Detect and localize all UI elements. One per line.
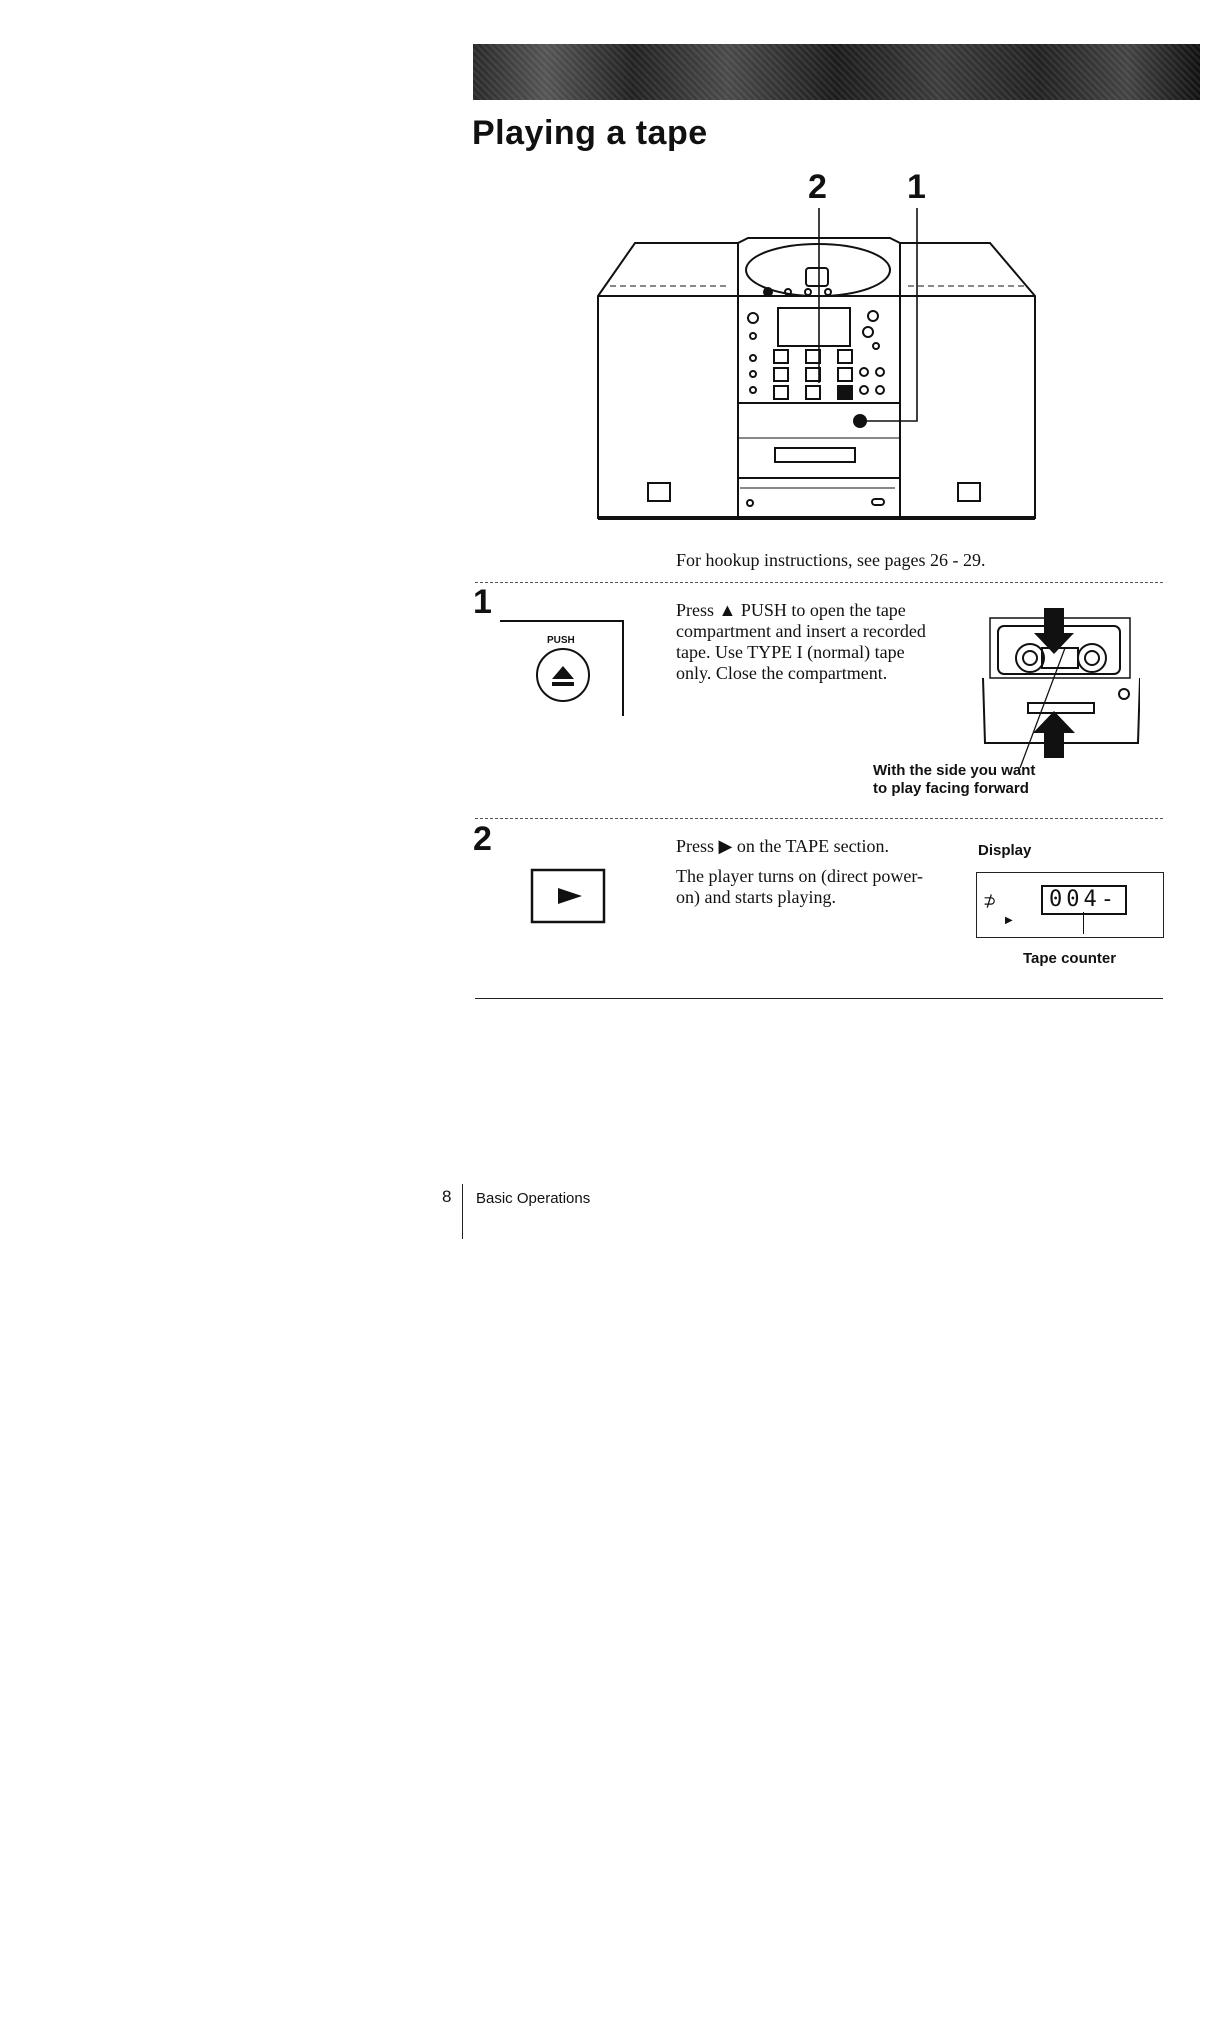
push-button-illustration [495,618,625,718]
step-2-text1: Press ▶ on the TAPE section. [676,836,890,856]
insert-arrow-icon [1034,608,1074,654]
counter-pointer [1083,912,1084,934]
cassette-caption-line1: With the side you want [873,762,1036,779]
tape-counter-label: Tape counter [1023,950,1117,967]
play-indicator-icon: ▶ [1005,915,1013,926]
display-label: Display [978,842,1032,859]
divider [475,582,1163,583]
footer-rule [462,1184,463,1239]
callout-number-2: 2 [808,168,827,206]
step-2-text2: The player turns on (direct power-on) an… [676,866,924,907]
play-icon [558,888,582,904]
push-label: PUSH [547,635,575,646]
callout-number-1: 1 [907,168,926,206]
divider [475,818,1163,819]
tape-counter-box: 004- [1041,885,1127,915]
header-banner [473,44,1200,100]
section-name: Basic Operations [476,1190,591,1207]
step-1-number: 1 [473,583,492,621]
push-arrow-icon [1033,711,1075,758]
hookup-note: For hookup instructions, see pages 26 - … [676,550,986,570]
page-title: Playing a tape [472,114,708,152]
tape-counter-value: 004- [1049,887,1118,912]
play-button-illustration [530,868,606,924]
step-2-number: 2 [473,820,492,858]
step-1-text: Press ▲ PUSH to open the tape compartmen… [676,600,926,683]
section-end-rule [475,998,1163,999]
stereo-diagram [590,178,1050,538]
page-number: 8 [442,1187,452,1206]
cassette-illustration [980,608,1141,769]
stereo-illustration [597,208,1036,520]
display-panel: ⊅ ▶ 004- [976,872,1164,938]
cassette-caption-line2: to play facing forward [873,780,1029,797]
direction-icon: ⊅ [983,893,997,910]
eject-icon [552,666,574,679]
